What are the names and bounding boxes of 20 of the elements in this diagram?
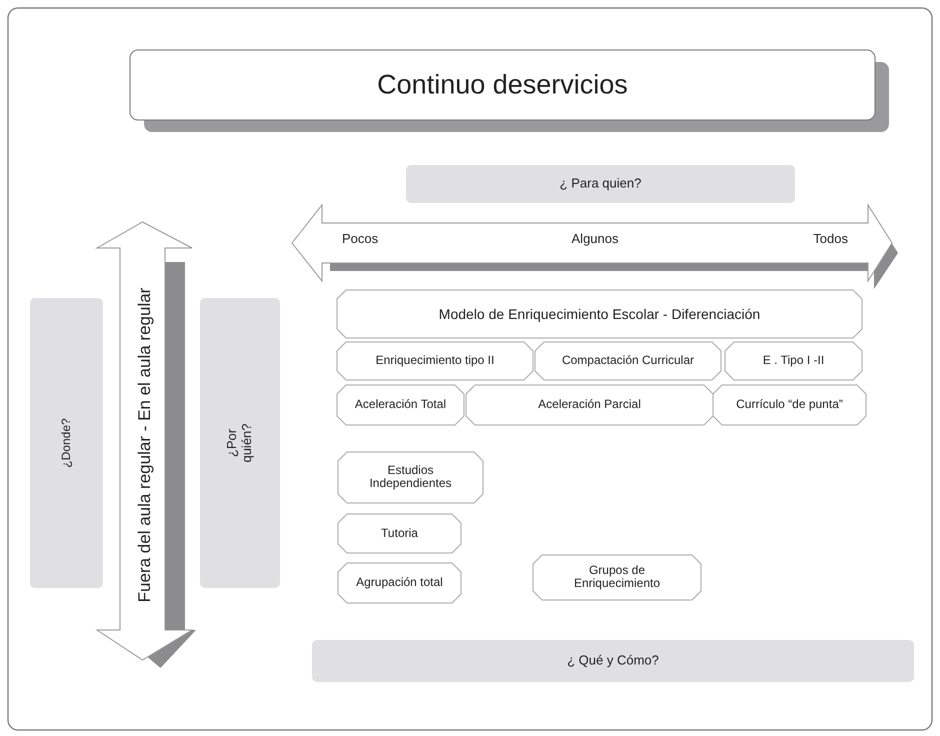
service-label: Grupos de Enriquecimiento [572, 564, 662, 592]
arrow-label: Fuera del aula regular - En el aula regular [134, 288, 154, 602]
title: Continuo deservicios [376, 69, 629, 101]
service-label: Tutoria [380, 526, 419, 540]
question-label: ¿ Qué y Cómo? [566, 654, 660, 668]
service-label: Aceleración Total [354, 398, 448, 412]
service-label: Agrupación total [355, 576, 444, 590]
service-label: Compactación Curricular [560, 354, 696, 368]
scale-label: Pocos [342, 232, 378, 247]
service-label: Aceleración Parcial [537, 398, 642, 412]
service-label: Estudios Independientes [368, 464, 453, 492]
service-label: Enriquecimiento tipo II [374, 354, 496, 368]
scale-label: Todos [813, 232, 848, 247]
question-label: ¿ Para quien? [558, 176, 642, 192]
service-label: Modelo de Enriquecimiento Escolar - Diferenciación [438, 306, 762, 322]
service-label: Currículo “de punta” [735, 398, 844, 412]
scale-label: Algunos [572, 232, 618, 247]
question-label: ¿Por quién? [225, 422, 255, 465]
service-label: E . Tipo I -II [762, 354, 826, 368]
question-label: ¿Donde? [60, 417, 74, 470]
